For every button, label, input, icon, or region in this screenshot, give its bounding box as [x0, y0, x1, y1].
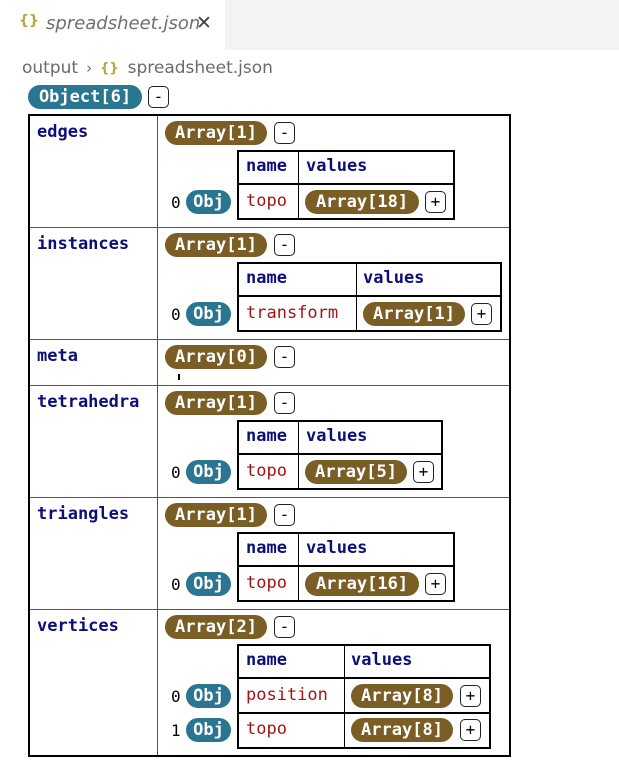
object-badge[interactable]: Obj — [186, 190, 231, 214]
column-header-values: values — [363, 268, 425, 288]
collapse-button[interactable]: - — [274, 392, 295, 414]
column-header-name: name — [246, 650, 287, 670]
array-badge[interactable]: Array[2] — [165, 615, 267, 639]
nested-divider — [298, 420, 299, 490]
item-index: 0 — [171, 305, 181, 324]
array-badge[interactable]: Array[1] — [165, 233, 267, 257]
column-header-name: name — [246, 426, 287, 446]
key-tetrahedra: tetrahedra — [37, 392, 140, 412]
json-file-icon: {} — [19, 13, 39, 29]
expand-button[interactable]: + — [460, 719, 481, 741]
row-divider — [30, 339, 509, 340]
expand-button[interactable]: + — [460, 685, 481, 707]
expand-button[interactable]: + — [425, 573, 446, 595]
item-index: 0 — [171, 193, 181, 212]
collapse-button[interactable]: - — [274, 122, 295, 144]
nested-divider — [356, 262, 357, 332]
column-header-name: name — [246, 156, 287, 176]
nested-table — [237, 262, 502, 332]
nested-divider — [298, 532, 299, 602]
nested-divider — [237, 183, 455, 185]
array-badge[interactable]: Array[1] — [363, 302, 465, 326]
row-divider — [30, 385, 509, 386]
array-badge[interactable]: Array[0] — [165, 345, 267, 369]
object-table — [28, 114, 511, 757]
name-value: topo — [246, 719, 287, 739]
collapse-button[interactable]: - — [274, 616, 295, 638]
array-badge[interactable]: Array[8] — [351, 718, 453, 742]
name-value: topo — [246, 461, 287, 481]
nested-divider — [237, 565, 455, 567]
array-badge[interactable]: Array[18] — [305, 190, 419, 214]
nested-table — [237, 150, 455, 220]
key-meta: meta — [37, 346, 78, 366]
text-cursor — [178, 374, 180, 380]
array-badge[interactable]: Array[5] — [305, 460, 407, 484]
column-header-name: name — [246, 538, 287, 558]
name-value: position — [246, 685, 328, 705]
collapse-button[interactable]: - — [274, 346, 295, 368]
collapse-button[interactable]: - — [274, 234, 295, 256]
nested-divider — [344, 644, 345, 749]
array-badge[interactable]: Array[1] — [165, 121, 267, 145]
name-value: transform — [246, 303, 339, 323]
name-value: topo — [246, 191, 287, 211]
nested-divider — [237, 295, 502, 297]
item-index: 0 — [171, 687, 181, 706]
breadcrumb-output[interactable]: output — [22, 58, 79, 78]
nested-table — [237, 420, 443, 490]
column-header-values: values — [306, 156, 368, 176]
breadcrumb-file[interactable]: spreadsheet.json — [127, 58, 273, 78]
collapse-button[interactable]: - — [274, 504, 295, 526]
nested-divider — [237, 712, 491, 714]
root-object-badge[interactable]: Object[6] — [28, 85, 142, 109]
row-divider — [30, 227, 509, 228]
nested-table — [237, 532, 455, 602]
object-badge[interactable]: Obj — [186, 684, 231, 708]
column-header-values: values — [351, 650, 413, 670]
json-file-icon: {} — [100, 60, 119, 76]
column-header-values: values — [306, 538, 368, 558]
row-divider — [30, 497, 509, 498]
expand-button[interactable]: + — [413, 461, 434, 483]
nested-table — [237, 644, 491, 749]
object-badge[interactable]: Obj — [186, 718, 231, 742]
key-vertices: vertices — [37, 616, 119, 636]
item-index: 1 — [171, 721, 181, 740]
item-index: 0 — [171, 463, 181, 482]
column-divider — [157, 116, 158, 755]
array-badge[interactable]: Array[1] — [165, 503, 267, 527]
chevron-right-icon: › — [86, 59, 93, 77]
close-icon[interactable]: ✕ — [196, 12, 212, 34]
tab-title: spreadsheet.json — [46, 13, 201, 34]
expand-button[interactable]: + — [425, 191, 446, 213]
name-value: topo — [246, 573, 287, 593]
nested-divider — [298, 150, 299, 220]
key-edges: edges — [37, 122, 89, 142]
breadcrumb: output › {} spreadsheet.json — [22, 56, 273, 80]
nested-divider — [237, 677, 491, 679]
key-triangles: triangles — [37, 504, 130, 524]
object-badge[interactable]: Obj — [186, 302, 231, 326]
nested-divider — [237, 453, 443, 455]
tab-spreadsheet-json[interactable]: {} spreadsheet.json ✕ — [0, 0, 225, 50]
object-badge[interactable]: Obj — [186, 460, 231, 484]
item-index: 0 — [171, 575, 181, 594]
row-divider — [30, 609, 509, 610]
column-header-name: name — [246, 268, 287, 288]
tab-bar: {} spreadsheet.json ✕ — [0, 0, 619, 50]
root-collapse-button[interactable]: - — [148, 86, 169, 108]
column-header-values: values — [306, 426, 368, 446]
array-badge[interactable]: Array[1] — [165, 391, 267, 415]
array-badge[interactable]: Array[16] — [305, 572, 419, 596]
array-badge[interactable]: Array[8] — [351, 684, 453, 708]
expand-button[interactable]: + — [471, 303, 492, 325]
object-badge[interactable]: Obj — [186, 572, 231, 596]
key-instances: instances — [37, 234, 130, 254]
